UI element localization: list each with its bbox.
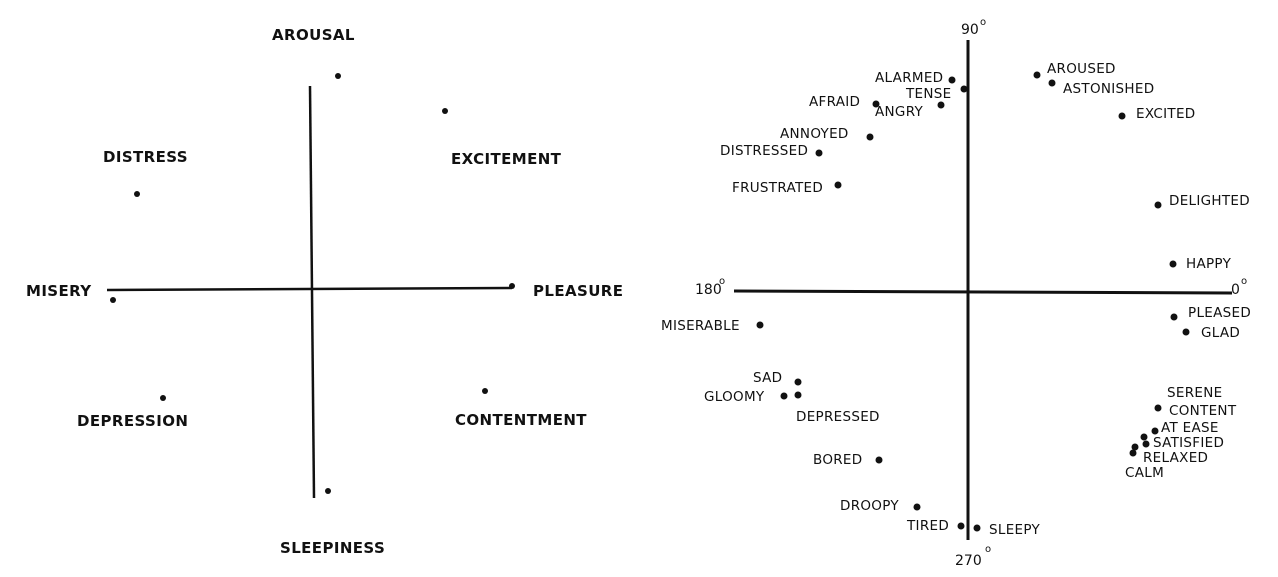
- excited-dot: [1118, 112, 1126, 120]
- contentment-dot: [482, 388, 488, 394]
- bored-dot: [875, 456, 883, 464]
- word-content: CONTENT: [1169, 403, 1237, 419]
- word-astonished: ASTONISHED: [1063, 81, 1154, 97]
- word-annoyed: ANNOYED: [780, 126, 849, 142]
- happy-dot: [1169, 260, 1177, 268]
- satisfied-dot: [1142, 440, 1150, 448]
- left-diagram: AROUSAL EXCITEMENT DISTRESS PLEASURE MIS…: [26, 26, 623, 557]
- degree-label-270: 270: [955, 553, 982, 569]
- word-angry: ANGRY: [875, 104, 924, 120]
- word-frustrated: FRUSTRATED: [732, 180, 823, 196]
- left-horizontal-axis: [106, 286, 513, 292]
- word-alarmed: ALARMED: [875, 70, 943, 86]
- frustrated-dot: [834, 181, 842, 189]
- right-horizontal-axis: [733, 289, 1233, 295]
- calm-dot: [1129, 449, 1137, 457]
- word-depressed: DEPRESSED: [796, 409, 880, 425]
- delighted-dot: [1154, 201, 1162, 209]
- word-calm: CALM: [1125, 465, 1164, 481]
- gloomy-dot: [780, 392, 788, 400]
- angry-dot: [937, 101, 945, 109]
- degree-mark-90: o: [980, 17, 986, 28]
- word-delighted: DELIGHTED: [1169, 193, 1250, 209]
- excitement-dot: [442, 108, 448, 114]
- content-dot: [1151, 427, 1159, 435]
- label-sleepiness: SLEEPINESS: [280, 539, 385, 557]
- label-depression: DEPRESSION: [77, 412, 188, 430]
- label-excitement: EXCITEMENT: [451, 150, 562, 168]
- tired-dot: [957, 522, 965, 530]
- degree-label-90: 90: [961, 22, 979, 38]
- serene-dot: [1154, 404, 1162, 412]
- relaxed-dot: [1131, 443, 1139, 451]
- word-aroused: AROUSED: [1047, 61, 1116, 77]
- pleased-dot: [1170, 313, 1178, 321]
- arousal-dot: [335, 73, 341, 79]
- droopy-dot: [913, 503, 921, 511]
- misery-dot: [110, 297, 116, 303]
- label-contentment: CONTENTMENT: [455, 411, 587, 429]
- degree-label-0: 0: [1231, 282, 1240, 298]
- word-bored: BORED: [813, 452, 862, 468]
- sad-dot: [794, 378, 802, 386]
- word-afraid: AFRAID: [809, 94, 860, 110]
- label-arousal: AROUSAL: [272, 26, 355, 44]
- distressed-dot: [815, 149, 823, 157]
- at-ease-dot: [1140, 433, 1148, 441]
- word-tired: TIRED: [906, 518, 949, 534]
- word-gloomy: GLOOMY: [704, 389, 765, 405]
- degree-mark-0: o: [1241, 276, 1247, 287]
- word-glad: GLAD: [1201, 325, 1240, 341]
- label-pleasure: PLEASURE: [533, 282, 623, 300]
- word-excited: EXCITED: [1136, 106, 1195, 122]
- word-satisfied: SATISFIED: [1153, 435, 1224, 451]
- word-happy: HAPPY: [1186, 256, 1232, 272]
- degree-label-180: 180: [695, 282, 722, 298]
- tense-dot: [960, 85, 968, 93]
- miserable-dot: [756, 321, 764, 329]
- word-serene: SERENE: [1167, 385, 1222, 401]
- afraid-dot: [872, 100, 880, 108]
- degree-mark-180: o: [719, 276, 725, 287]
- sleepy-dot: [973, 524, 981, 532]
- label-distress: DISTRESS: [103, 148, 188, 166]
- astonished-dot: [1048, 79, 1056, 87]
- alarmed-dot: [948, 76, 956, 84]
- aroused-dot: [1033, 71, 1041, 79]
- right-diagram: 90 o 0 o 180 o 270 o: [661, 17, 1251, 569]
- glad-dot: [1182, 328, 1190, 336]
- word-at-ease: AT EASE: [1161, 420, 1219, 436]
- word-distressed: DISTRESSED: [720, 143, 808, 159]
- word-droopy: DROOPY: [840, 498, 899, 514]
- left-vertical-axis: [308, 85, 316, 499]
- word-relaxed: RELAXED: [1143, 450, 1208, 466]
- word-tense: TENSE: [905, 86, 951, 102]
- word-miserable: MISERABLE: [661, 318, 740, 334]
- depressed-dot: [794, 391, 802, 399]
- sleepiness-dot: [325, 488, 331, 494]
- word-sad: SAD: [753, 370, 782, 386]
- pleasure-dot: [509, 283, 515, 289]
- degree-mark-270: o: [985, 544, 991, 555]
- label-misery: MISERY: [26, 282, 92, 300]
- word-pleased: PLEASED: [1188, 305, 1251, 321]
- depression-dot: [160, 395, 166, 401]
- word-sleepy: SLEEPY: [989, 522, 1040, 538]
- distress-dot: [134, 191, 140, 197]
- annoyed-dot: [866, 133, 874, 141]
